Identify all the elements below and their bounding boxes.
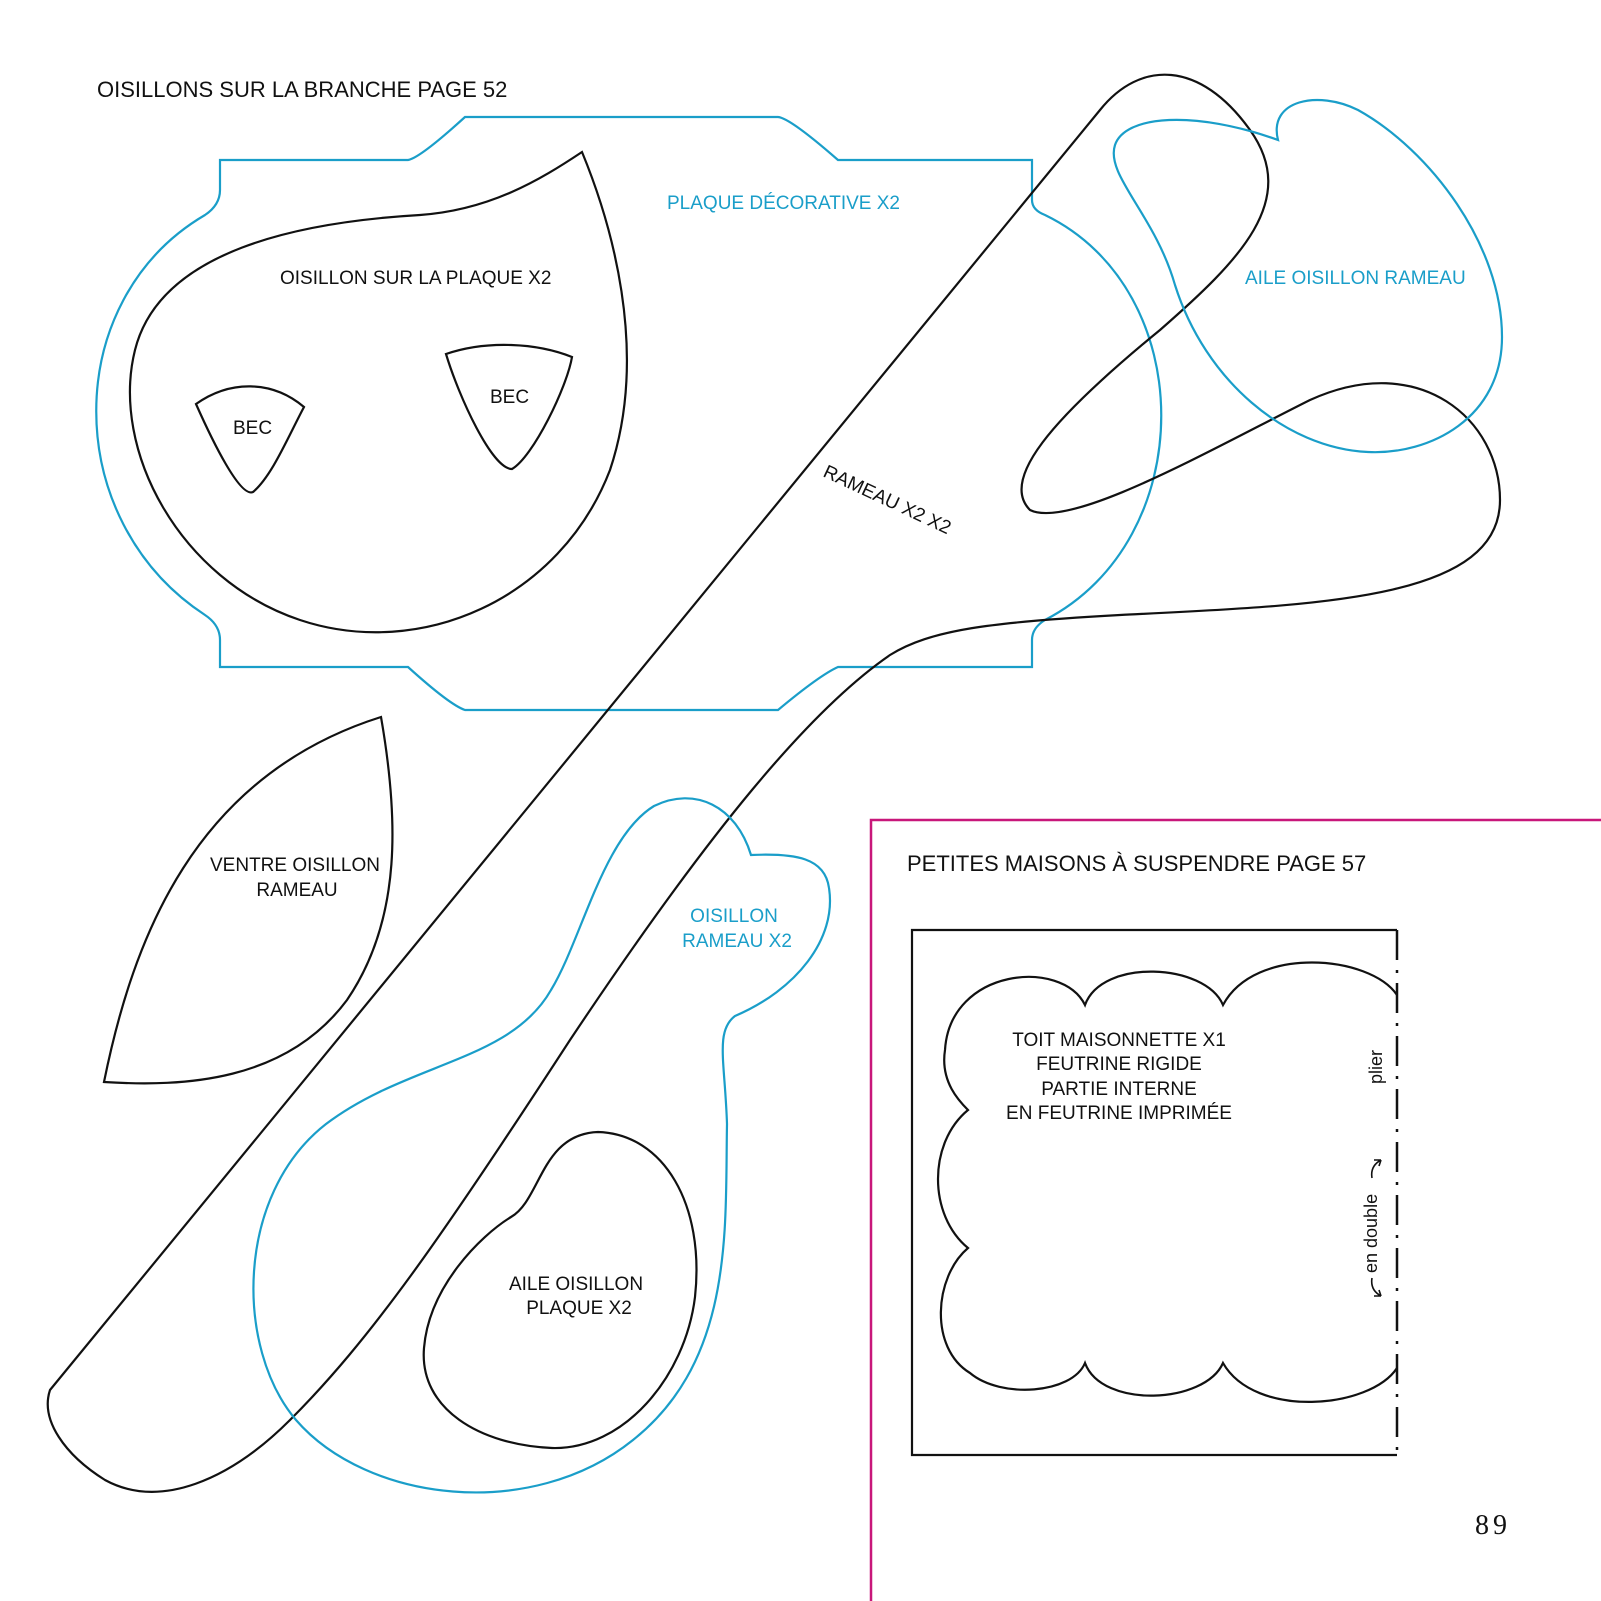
toit-label-line3: PARTIE INTERNE xyxy=(1041,1079,1197,1100)
oisillon-plaque-shape xyxy=(128,150,628,634)
ventre-label-line1: VENTRE OISILLON xyxy=(210,855,380,876)
aile-plaque-label-line2: PLAQUE X2 xyxy=(526,1298,632,1319)
aile-plaque-label-line1: AILE OISILLON xyxy=(509,1274,643,1295)
section-divider-border xyxy=(869,818,1601,1601)
toit-label-line1: TOIT MAISONNETTE X1 xyxy=(1012,1030,1226,1051)
rameau-label: RAMEAU X2 X2 xyxy=(820,461,954,538)
oisillon-plaque-label: OISILLON SUR LA PLAQUE X2 xyxy=(280,268,551,289)
toit-maisonnette-shape xyxy=(936,961,1398,1403)
section-title-oisillons: OISILLONS SUR LA BRANCHE PAGE 52 xyxy=(97,77,507,102)
plaque-label: PLAQUE DÉCORATIVE X2 xyxy=(667,193,900,214)
bec-right-shape xyxy=(444,343,574,471)
page-number: 89 xyxy=(1475,1510,1511,1541)
fold-label: plier xyxy=(1366,1050,1386,1084)
oisillon-rameau-label-line2: RAMEAU X2 xyxy=(682,931,792,952)
double-label: en double xyxy=(1361,1194,1381,1273)
aile-oisillon-plaque-shape xyxy=(422,1130,698,1450)
rameau-shape xyxy=(46,73,1502,1493)
ventre-label-line2: RAMEAU xyxy=(256,880,337,901)
oisillon-rameau-shape xyxy=(252,797,832,1494)
ventre-shape xyxy=(102,715,394,1085)
plaque-decorative-shape xyxy=(95,115,1163,712)
oisillon-rameau-label-line1: OISILLON xyxy=(690,906,778,927)
toit-label-line4: EN FEUTRINE IMPRIMÉE xyxy=(1006,1103,1232,1124)
section-title-maisons: PETITES MAISONS À SUSPENDRE PAGE 57 xyxy=(907,851,1366,876)
toit-label-line2: FEUTRINE RIGIDE xyxy=(1036,1054,1202,1075)
bec-left-label: BEC xyxy=(233,418,272,439)
toit-frame xyxy=(910,928,1397,1457)
aile-oisillon-rameau-shape xyxy=(1112,98,1504,454)
bec-right-label: BEC xyxy=(490,387,529,408)
double-arrow-icon xyxy=(1370,1159,1382,1297)
bec-left-shape xyxy=(194,385,306,494)
aile-rameau-label: AILE OISILLON RAMEAU xyxy=(1245,268,1466,289)
